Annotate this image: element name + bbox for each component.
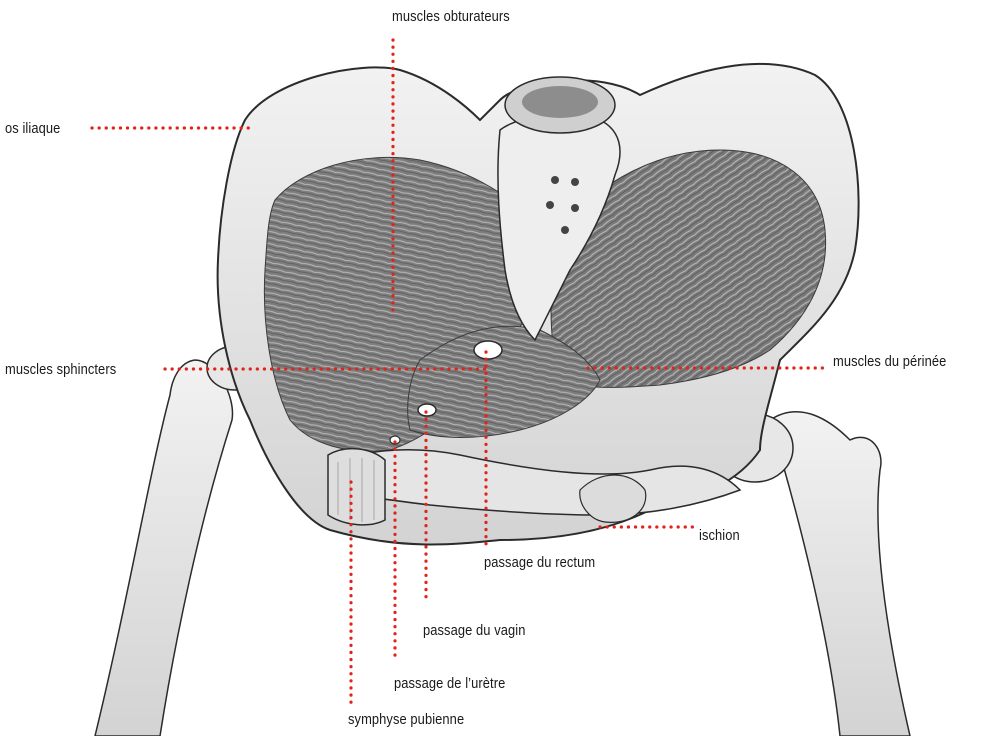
label-passage-du-rectum: passage du rectum (484, 555, 595, 570)
label-os-iliaque: os iliaque (5, 121, 60, 136)
label-ischion: ischion (699, 528, 740, 543)
label-muscles-du-perinee: muscles du périnée (833, 354, 946, 369)
ischium (580, 475, 646, 522)
label-muscles-sphincters: muscles sphincters (5, 362, 116, 377)
label-passage-du-vagin: passage du vagin (423, 623, 526, 638)
label-passage-de-l-uretre: passage de l’urètre (394, 676, 505, 691)
rectum-opening (474, 341, 502, 359)
left-femur (95, 360, 232, 736)
label-muscles-obturateurs: muscles obturateurs (392, 9, 510, 24)
label-symphyse-pubienne: symphyse pubienne (348, 712, 464, 727)
pubic-symphysis (328, 449, 385, 525)
vagina-opening (418, 404, 436, 416)
urethra-opening (390, 436, 400, 444)
